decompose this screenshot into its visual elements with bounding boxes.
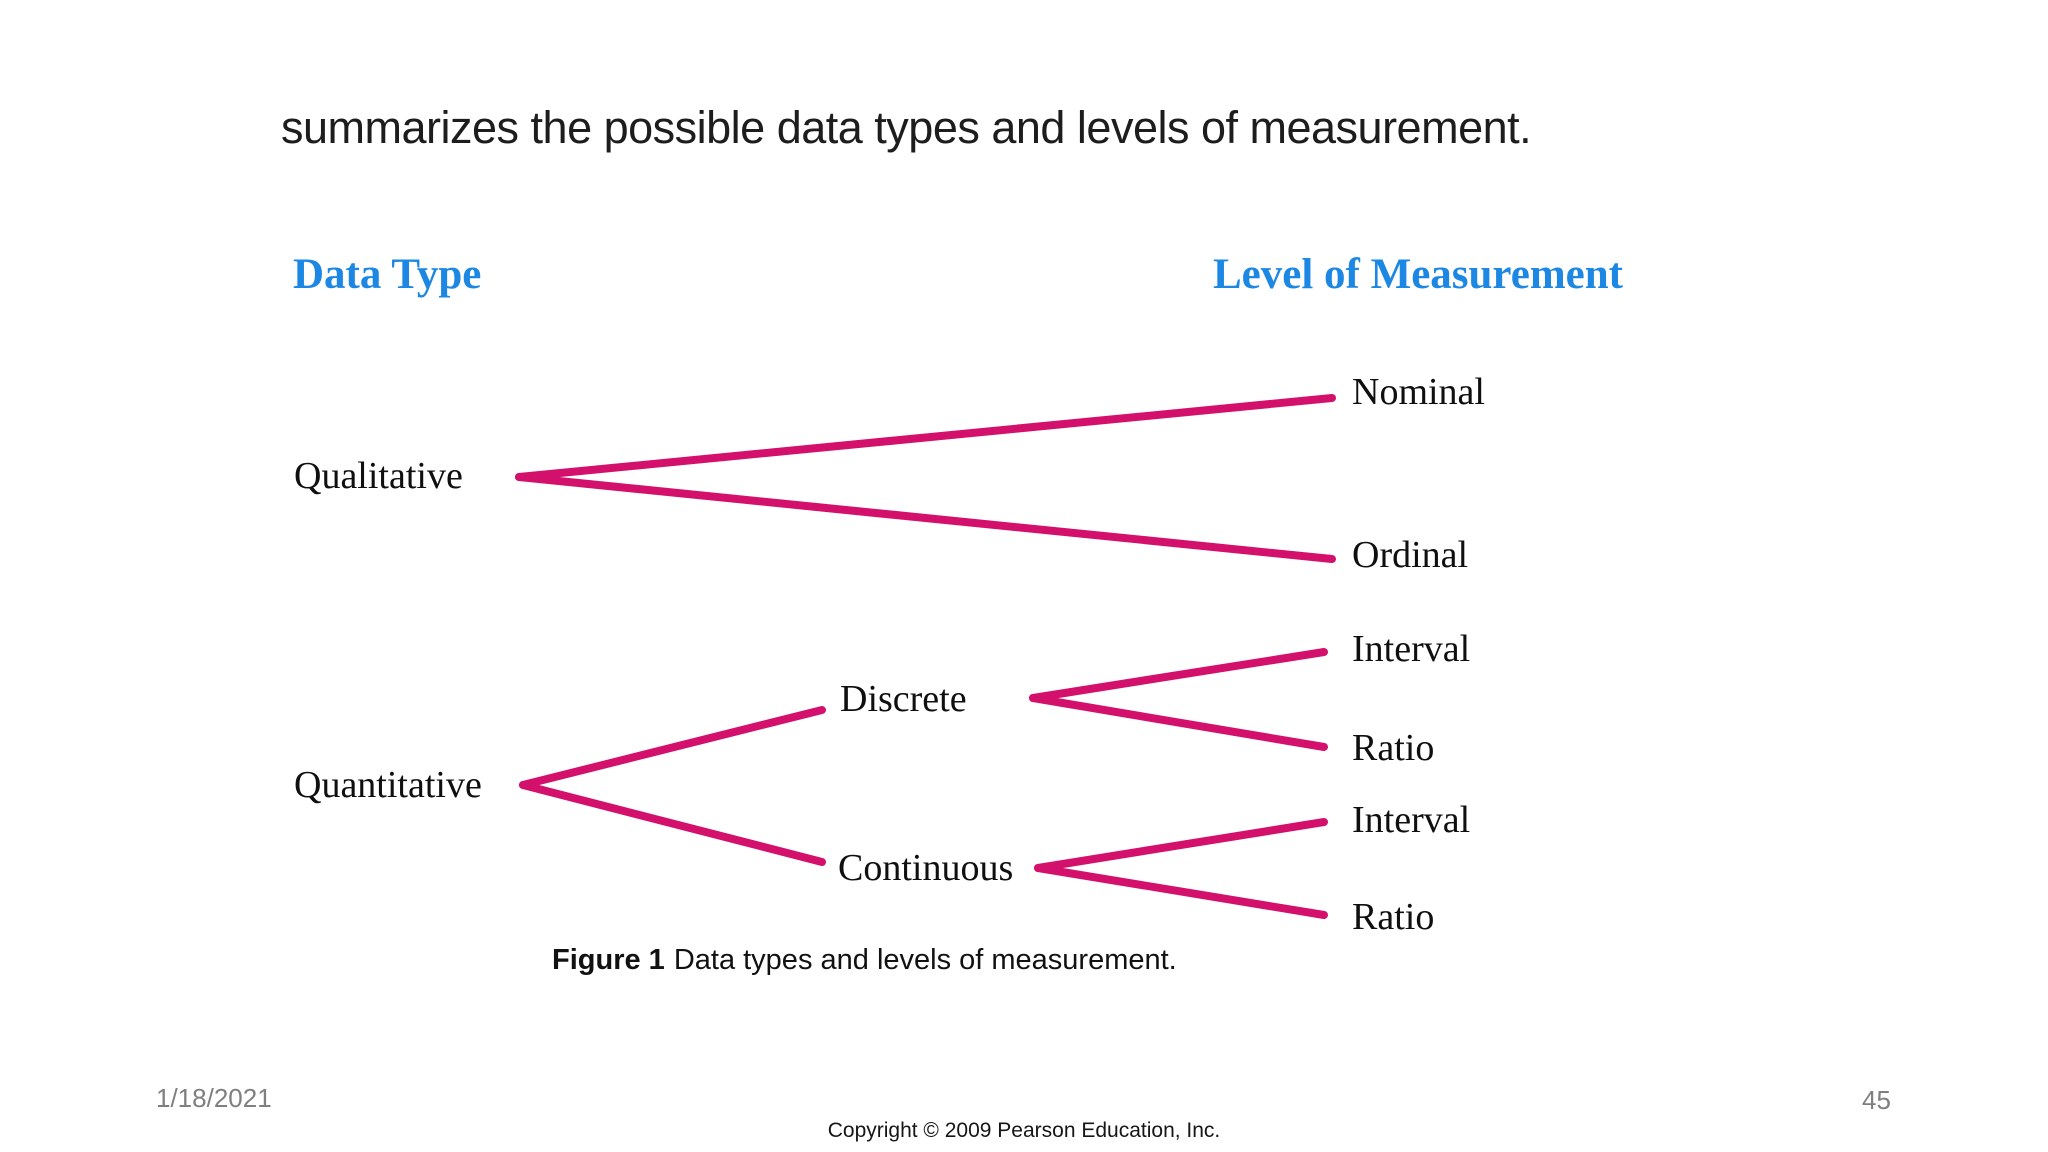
leaf-nominal: Nominal [1352, 371, 1485, 413]
node-quantitative: Quantitative [294, 764, 482, 806]
node-qualitative: Qualitative [294, 455, 463, 497]
figure-caption-label: Figure 1 [552, 944, 665, 976]
footer-date: 1/18/2021 [156, 1083, 272, 1113]
edge-qualitative-ordinal [515, 473, 1336, 563]
edge-discrete-interval [1029, 648, 1328, 702]
slide-number: 45 [1862, 1085, 1891, 1115]
leaf-ordinal: Ordinal [1352, 534, 1469, 576]
edge-qualitative-nominal [515, 394, 1336, 481]
lead-text: summarizes the possible data types and l… [281, 102, 1532, 153]
edge-continuous-ratio [1034, 864, 1328, 919]
column-header-level-of-measurement: Level of Measurement [1213, 251, 1623, 298]
column-header-data-type: Data Type [293, 251, 482, 298]
edge-quantitative-discrete [519, 706, 826, 789]
edge-quantitative-continuous [519, 781, 826, 866]
leaf-ratio-continuous: Ratio [1352, 896, 1435, 938]
node-continuous: Continuous [838, 847, 1014, 889]
leaf-interval-continuous: Interval [1352, 799, 1471, 841]
node-discrete: Discrete [840, 678, 967, 720]
leaf-interval-discrete: Interval [1352, 628, 1471, 670]
figure-caption-text: Data types and levels of measurement. [673, 944, 1177, 976]
copyright-text: Copyright © 2009 Pearson Education, Inc. [827, 1119, 1221, 1142]
edge-discrete-ratio [1029, 694, 1328, 751]
leaf-ratio-discrete: Ratio [1352, 727, 1435, 769]
edge-continuous-interval [1034, 818, 1328, 872]
